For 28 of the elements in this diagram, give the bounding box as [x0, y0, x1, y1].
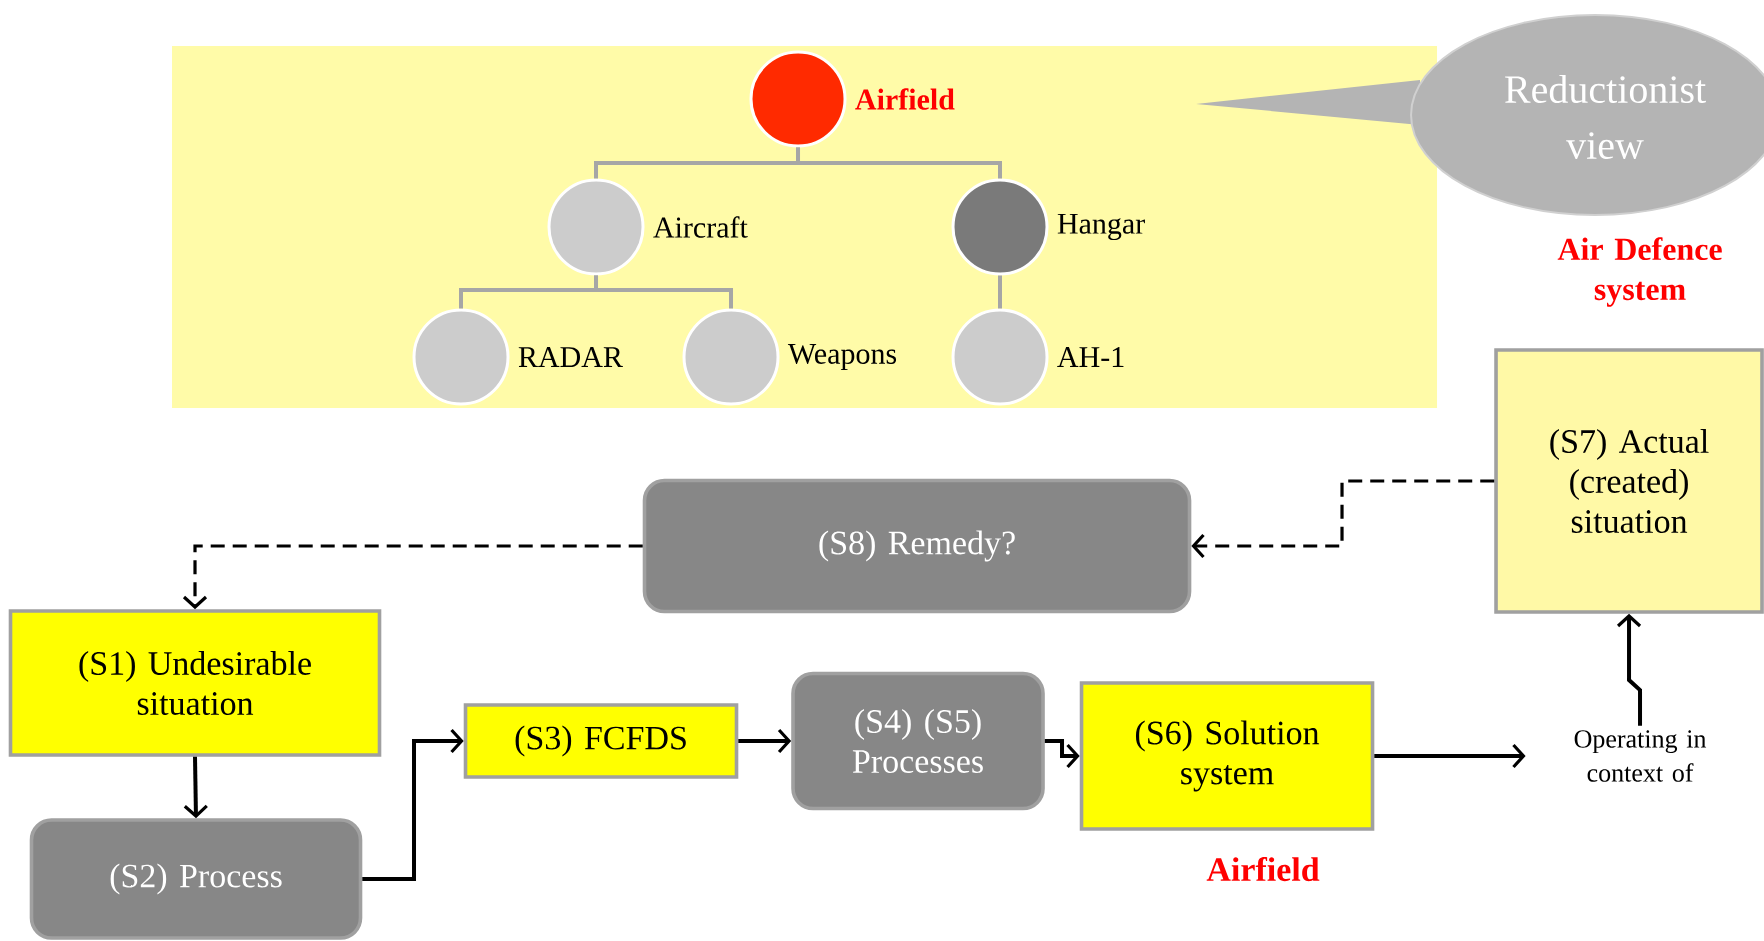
arrow: [182, 544, 643, 610]
annotation-text: Operating in context of: [1574, 730, 1707, 782]
step-box: (S1) Undesirable situation: [8, 609, 382, 757]
node-label: Airfield: [855, 88, 955, 110]
process-box: (S8) Remedy?: [642, 478, 1192, 614]
step-box: (S6) Solution system: [1079, 681, 1375, 831]
node-label: Weapons: [787, 344, 897, 371]
node-label: Aircraft: [653, 216, 748, 238]
speech-bubble: Reductionist view: [1196, 14, 1764, 216]
arrow: [362, 728, 464, 881]
connector-line: [998, 275, 1002, 309]
node-label: AH-1: [1057, 347, 1124, 367]
arrow: [1191, 479, 1495, 559]
process-box: (S2) Process: [29, 818, 363, 940]
arrow: [1044, 739, 1080, 769]
arrow: [1374, 743, 1526, 769]
caption-text: Airfield: [1206, 856, 1320, 882]
connector-line: [594, 275, 733, 309]
arrow: [738, 728, 792, 754]
node-label: RADAR: [518, 347, 623, 367]
arrow: [183, 756, 208, 819]
process-box: (S4) (S5) Processes: [791, 671, 1045, 811]
step-box: (S3) FCFDS: [463, 703, 739, 779]
connector-line: [796, 147, 1002, 179]
system-label: Air Defence system: [1557, 237, 1722, 307]
step-box: (S7) Actual (created) situation: [1494, 348, 1764, 614]
node-label: Hangar: [1057, 213, 1145, 241]
arrow: [1616, 613, 1643, 726]
